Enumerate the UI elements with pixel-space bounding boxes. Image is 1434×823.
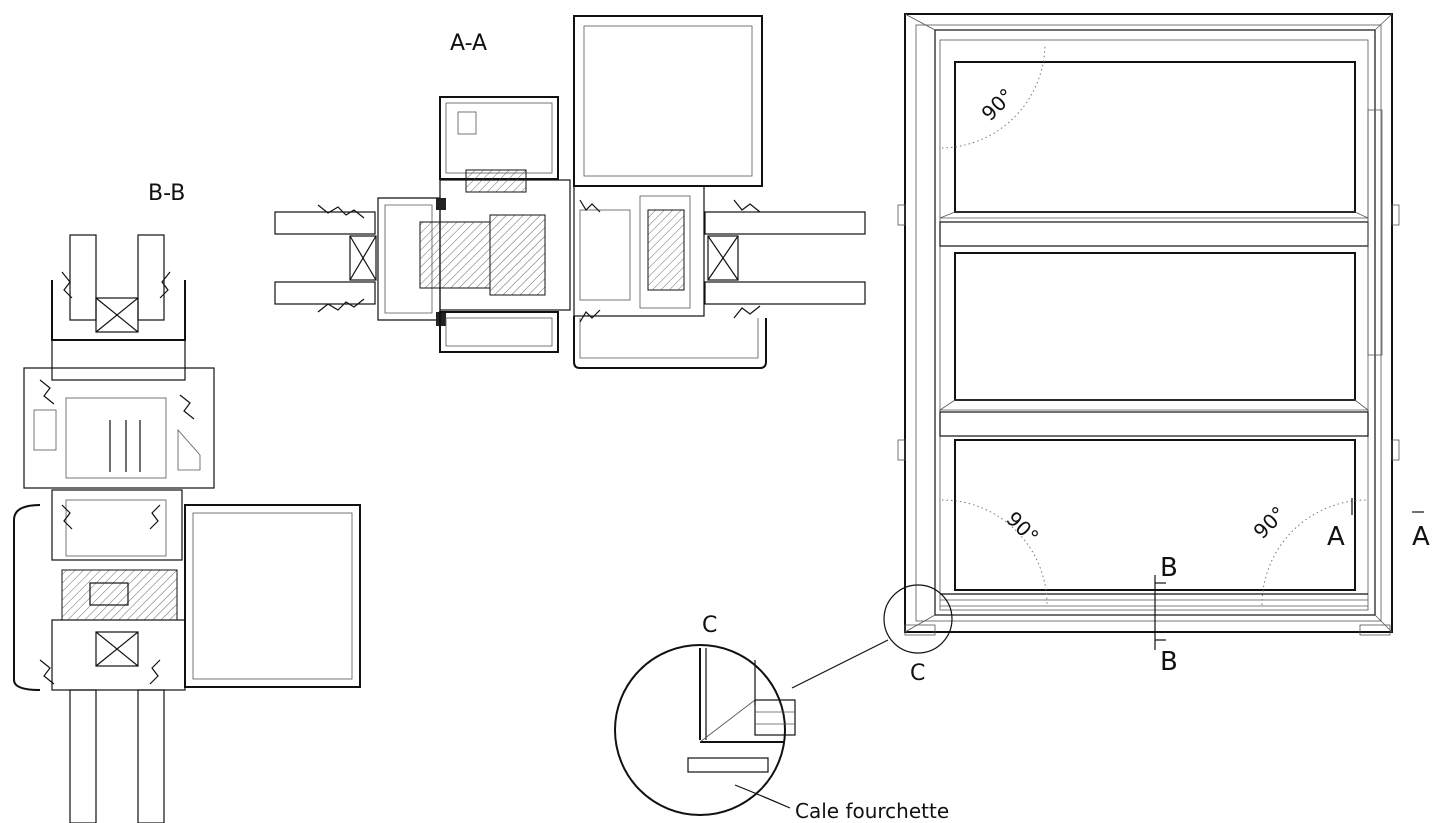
section-aa-title: A-A	[450, 31, 487, 56]
detail-c-frame-label: C	[910, 661, 925, 686]
detail-c-zoom-drawing	[614, 644, 796, 816]
cut-label-b-top: B	[1160, 553, 1178, 583]
callout-shim-label: Cale fourchette	[795, 799, 949, 823]
section-bb-drawing	[13, 234, 361, 823]
frame-elevation-drawing	[791, 13, 1424, 689]
cut-label-b-bottom: B	[1160, 647, 1178, 677]
detail-c-zoom-label: C	[702, 613, 717, 638]
section-bb-title: B-B	[148, 181, 185, 206]
cut-label-a-right: A	[1412, 522, 1430, 552]
angle-label-bottom-right: 90°	[1249, 501, 1291, 543]
cut-label-a-left: A	[1327, 522, 1345, 552]
section-aa-drawing	[274, 15, 866, 369]
angle-label-bottom-left: 90°	[1001, 507, 1043, 549]
